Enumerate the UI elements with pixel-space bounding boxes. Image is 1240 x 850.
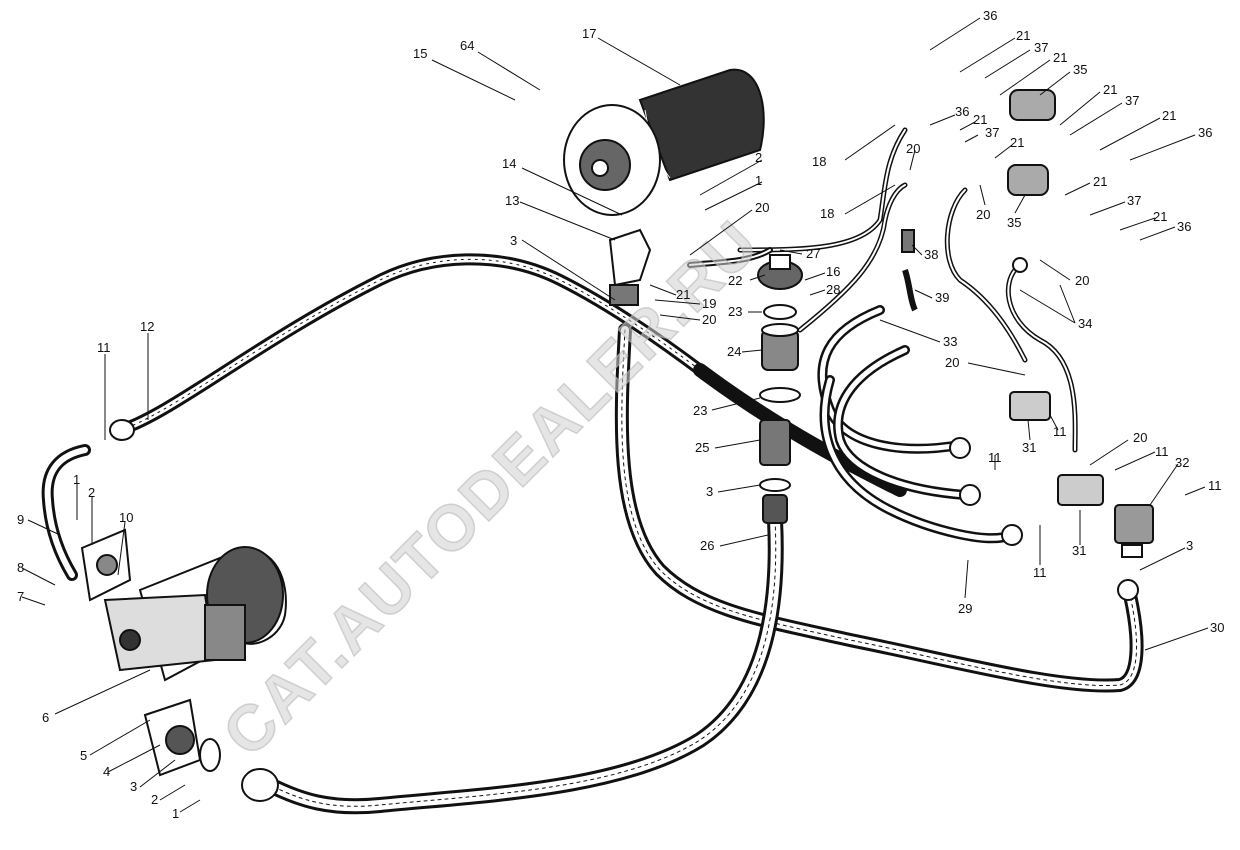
callout-39: 39	[935, 290, 949, 305]
callout-2: 2	[755, 150, 762, 165]
pump-6	[103, 546, 287, 682]
callout-15: 15	[413, 46, 427, 61]
callout-20: 20	[1133, 430, 1147, 445]
callout-25: 25	[695, 440, 709, 455]
callout-21: 21	[1010, 135, 1024, 150]
callout-23: 23	[693, 403, 707, 418]
valve-block-13	[608, 228, 652, 306]
tee-22	[757, 254, 803, 290]
flange-4	[143, 698, 221, 777]
fitting-25	[759, 419, 791, 524]
valve-35a	[1009, 89, 1056, 121]
callout-21: 21	[1093, 174, 1107, 189]
callout-21: 21	[973, 112, 987, 127]
callout-14: 14	[502, 156, 516, 171]
callout-11: 11	[1053, 424, 1067, 439]
callout-5: 5	[80, 748, 87, 763]
callout-8: 8	[17, 560, 24, 575]
callout-35: 35	[1007, 215, 1021, 230]
callout-20: 20	[976, 207, 990, 222]
callout-13: 13	[505, 193, 519, 208]
callout-64: 64	[460, 38, 474, 53]
callout-labels: 15 64 17 14 13 2 1 20 27 22 16 28 23 24 …	[17, 8, 1224, 821]
callout-20: 20	[906, 141, 920, 156]
callout-37: 37	[1034, 40, 1048, 55]
callout-35: 35	[1073, 62, 1087, 77]
callout-37: 37	[1127, 193, 1141, 208]
callout-16: 16	[826, 264, 840, 279]
sensor-38	[901, 229, 915, 253]
callout-6: 6	[42, 710, 49, 725]
callout-10: 10	[119, 510, 133, 525]
callout-37: 37	[1125, 93, 1139, 108]
callout-1: 1	[172, 806, 179, 821]
callout-11: 11	[97, 340, 111, 355]
pipe-34b	[1005, 262, 1078, 453]
callout-29: 29	[958, 601, 972, 616]
callout-3: 3	[706, 484, 713, 499]
valve-35b	[1007, 164, 1049, 196]
callout-3: 3	[1186, 538, 1193, 553]
callout-3: 3	[510, 233, 517, 248]
callout-20: 20	[945, 355, 959, 370]
callout-31: 31	[1022, 440, 1036, 455]
callout-19: 19	[702, 296, 716, 311]
callout-36: 36	[983, 8, 997, 23]
callout-11: 11	[1208, 478, 1222, 493]
callout-20: 20	[755, 200, 769, 215]
callout-12: 12	[140, 319, 154, 334]
callout-36: 36	[955, 104, 969, 119]
callout-9: 9	[17, 512, 24, 527]
callout-30: 30	[1210, 620, 1224, 635]
callout-24: 24	[727, 344, 741, 359]
callout-21: 21	[1153, 209, 1167, 224]
callout-11: 11	[988, 450, 1002, 465]
callout-20: 20	[1075, 273, 1089, 288]
callout-37: 37	[985, 125, 999, 140]
callout-22: 22	[728, 273, 742, 288]
hose-39	[902, 269, 918, 312]
callout-21: 21	[676, 287, 690, 302]
hose-end-fittings	[109, 257, 1139, 802]
callout-32: 32	[1175, 455, 1189, 470]
callout-20: 20	[702, 312, 716, 327]
leader-lines	[21, 17, 1209, 813]
callout-36: 36	[1198, 125, 1212, 140]
block-31a	[1009, 391, 1051, 421]
callout-21: 21	[1103, 82, 1117, 97]
callout-7: 7	[17, 589, 24, 604]
callout-27: 27	[806, 246, 820, 261]
callout-2: 2	[151, 792, 158, 807]
callout-21: 21	[1162, 108, 1176, 123]
callout-18: 18	[812, 154, 826, 169]
callout-4: 4	[103, 764, 110, 779]
callout-31: 31	[1072, 543, 1086, 558]
callout-33: 33	[943, 334, 957, 349]
callout-36: 36	[1177, 219, 1191, 234]
callout-11: 11	[1033, 565, 1047, 580]
callout-21: 21	[1016, 28, 1030, 43]
callout-1: 1	[73, 472, 80, 487]
callout-3: 3	[130, 779, 137, 794]
hose-group	[41, 127, 1144, 815]
callout-11: 11	[1155, 444, 1169, 459]
callout-21: 21	[1053, 50, 1067, 65]
block-31b	[1057, 474, 1104, 506]
callout-26: 26	[700, 538, 714, 553]
cross-24	[759, 304, 801, 403]
callout-34: 34	[1078, 316, 1092, 331]
flange-10	[80, 528, 132, 602]
callout-38: 38	[924, 247, 938, 262]
filter-17	[563, 68, 765, 216]
callout-17: 17	[582, 26, 596, 41]
fitting-32	[1114, 504, 1154, 558]
callout-2: 2	[88, 485, 95, 500]
callout-28: 28	[826, 282, 840, 297]
callout-23: 23	[728, 304, 742, 319]
callout-18: 18	[820, 206, 834, 221]
callout-1: 1	[755, 173, 762, 188]
